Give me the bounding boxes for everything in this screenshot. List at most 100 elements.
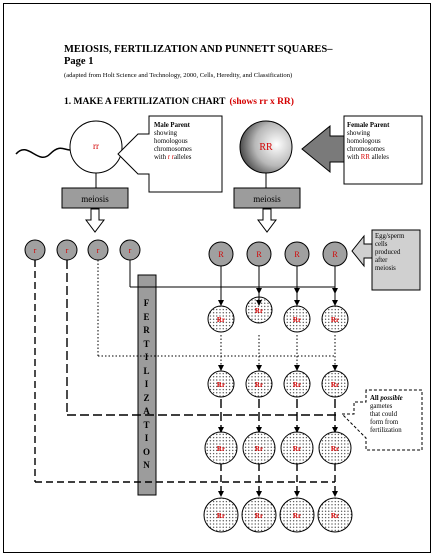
fertilization-letter: T	[143, 419, 151, 430]
female-meiosis-box	[233, 187, 301, 209]
zygote-cell-label: Rr	[331, 316, 339, 324]
worksheet-page: MEIOSIS, FERTILIZATION AND PUNNETT SQUAR…	[3, 3, 431, 553]
zygote-cell: Rr	[207, 305, 235, 333]
zygote-cell: Rr	[207, 370, 235, 398]
possible-note-line: gametes	[370, 403, 393, 410]
step-heading: 1. MAKE A FERTILIZATION CHART(shows rr x…	[64, 97, 294, 107]
zygote-cell: Rr	[204, 431, 238, 465]
egg-cells: R R R R	[208, 241, 348, 267]
male-note-allele: r r	[167, 154, 175, 161]
sperm-cell: r	[87, 239, 109, 261]
zygote-cell: Rr	[321, 305, 349, 333]
male-note-line: homologous	[154, 138, 188, 145]
sperm-cells: r r r r	[24, 239, 141, 261]
male-note-title: Male Parent	[154, 122, 190, 129]
male-meiosis-arrow	[85, 208, 105, 233]
possible-note-callout	[340, 389, 423, 451]
male-note-line: chromosomes	[154, 146, 192, 153]
zygote-cell-label: Rr	[331, 445, 339, 453]
zygote-cell: Rr	[241, 497, 277, 533]
zygote-cell-label: Rr	[217, 381, 225, 389]
zygote-cell: Rr	[317, 497, 353, 533]
female-note-line: showing	[347, 130, 371, 137]
zygote-cell-label: Rr	[331, 381, 339, 389]
zygote-cell: Rr	[242, 431, 276, 465]
sperm-cell: r	[56, 239, 78, 261]
possible-note-italic: possible	[380, 395, 403, 402]
female-note-allele: RR	[360, 154, 370, 161]
fertilization-letter: I	[144, 433, 150, 444]
zygote-cell: Rr	[245, 370, 273, 398]
fertilization-letter: T	[143, 338, 151, 349]
female-note-box	[343, 115, 423, 185]
connector-lines	[34, 260, 340, 497]
zygote-cell-circle	[283, 370, 311, 398]
fertilization-letter: E	[143, 311, 151, 322]
male-note-prefix: with	[154, 154, 168, 161]
zygote-cell-label: Rr	[217, 512, 225, 520]
gametes-note-arrow	[351, 234, 373, 268]
sperm-cell-circle	[56, 239, 78, 261]
fertilization-letter: I	[144, 379, 150, 390]
egg-cell: R	[322, 241, 348, 267]
step-highlight: (shows rr x RR)	[229, 97, 294, 107]
egg-cell: R	[246, 241, 272, 267]
sperm-cell-circle	[119, 239, 141, 261]
fertilization-letter: F	[143, 298, 151, 309]
gametes-note-line: Egg/sperm	[375, 233, 405, 240]
fertilization-letter: N	[143, 460, 151, 471]
zygote-cell-circle	[317, 497, 353, 533]
gametes-note-line: cells	[375, 241, 388, 248]
zygote-cell-circle	[241, 497, 277, 533]
zygote-cell-label: Rr	[293, 316, 301, 324]
sperm-cell: r	[119, 239, 141, 261]
zygote-cell-circle	[321, 305, 349, 333]
zygote-cell: Rr	[321, 370, 349, 398]
zygote-cell-circle	[280, 431, 314, 465]
sperm-cell-label: r	[34, 246, 37, 255]
zygote-cell-circle	[207, 370, 235, 398]
zygote-row-2: Rr Rr Rr Rr	[207, 370, 349, 398]
fertilization-letter: Z	[143, 392, 151, 403]
zygote-cell-label: Rr	[255, 512, 263, 520]
zygote-cell: Rr	[283, 370, 311, 398]
male-note-line: showing	[154, 130, 178, 137]
fertilization-letter: R	[143, 325, 151, 336]
male-note-suffix: alleles	[174, 154, 192, 161]
zygote-cell-label: Rr	[217, 316, 225, 324]
possible-note-line: form from	[370, 419, 399, 426]
gametes-note-box	[371, 229, 421, 291]
possible-note-line: that could	[370, 411, 397, 418]
zygote-cell-label: Rr	[255, 445, 263, 453]
zygote-cell-label: Rr	[255, 307, 263, 315]
possible-note-text: All possible gametes that could form fro…	[370, 395, 422, 435]
zygote-cell-circle	[203, 497, 239, 533]
zygote-cell-circle	[283, 305, 311, 333]
possible-note-prefix: All	[370, 395, 381, 402]
gametes-note-text: Egg/sperm cells produced after meiosis	[375, 233, 419, 273]
sperm-tail	[15, 147, 71, 158]
egg-cell-circle	[246, 241, 272, 267]
male-note-text: Male Parent showing homologous chromosom…	[154, 122, 220, 162]
fertilization-letter: O	[142, 446, 151, 457]
zygote-cell-circle	[207, 305, 235, 333]
egg-cell-circle	[284, 241, 310, 267]
zygote-cell: Rr	[283, 305, 311, 333]
female-note-suffix: alleles	[369, 154, 389, 161]
zygote-cell-circle	[242, 431, 276, 465]
female-meiosis-arrow	[257, 208, 277, 233]
zygote-cell-circle	[321, 370, 349, 398]
sperm-cell-label: r	[129, 246, 132, 255]
page-title: MEIOSIS, FERTILIZATION AND PUNNETT SQUAR…	[64, 44, 333, 68]
female-meiosis-label: meiosis	[253, 194, 281, 204]
female-note-line: homologous	[347, 138, 381, 145]
female-note-line: chromosomes	[347, 146, 385, 153]
male-note-line: with r ralleles	[154, 154, 220, 162]
zygote-cell: Rr	[245, 296, 273, 324]
zygote-cell-label: Rr	[293, 445, 301, 453]
zygote-cell: Rr	[280, 431, 314, 465]
title-line-2: Page 1	[64, 56, 94, 67]
egg-cell: R	[208, 241, 234, 267]
male-meiosis-box	[61, 187, 129, 209]
